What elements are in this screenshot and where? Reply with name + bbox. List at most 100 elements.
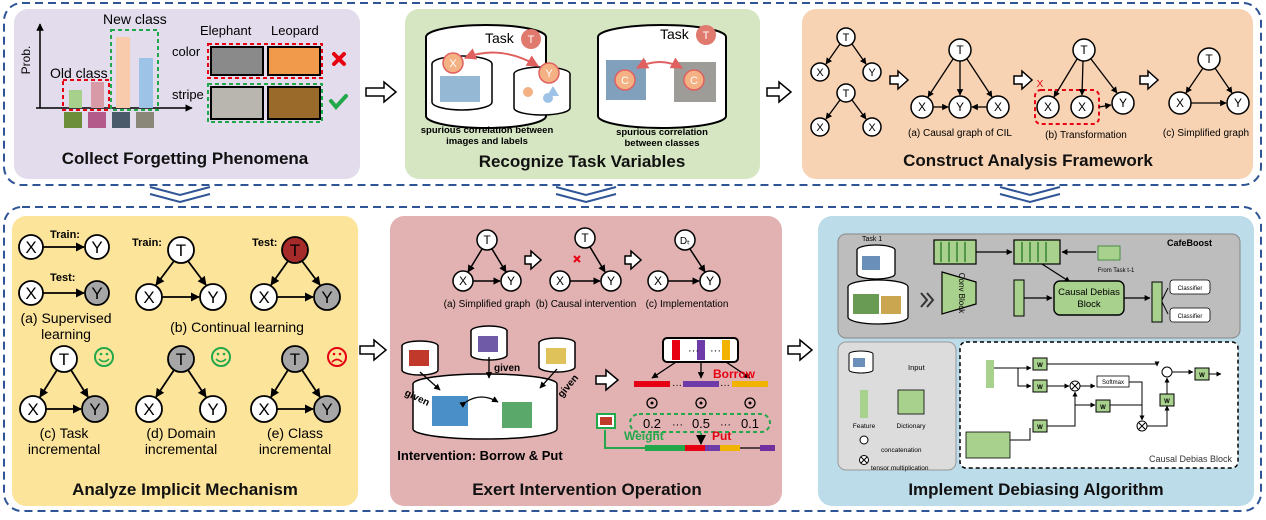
weight-value-3: 0.1	[741, 416, 759, 431]
c-node-y1: Y	[868, 67, 876, 79]
analyze-cap-d-2: incremental	[145, 441, 217, 457]
c-node-xb-label: X	[1037, 79, 1044, 90]
bar-old-1	[69, 90, 82, 108]
e-node-d: Dₜ	[680, 236, 690, 247]
leopard-label: Leopard	[271, 23, 319, 38]
a-node-x2: X	[25, 284, 36, 303]
dots-2: ···	[710, 345, 721, 357]
c-node-xb2: X	[1078, 100, 1086, 114]
node-x-recognize: X	[449, 58, 457, 70]
elephant-texture-swatch	[210, 86, 264, 120]
b-node-y1: Y	[207, 288, 218, 307]
analyze-test-b: Test:	[252, 237, 277, 249]
c-node-yb: Y	[1119, 96, 1127, 110]
classifier-label-2: Classifier	[1178, 314, 1203, 320]
bar-new-1	[116, 37, 130, 108]
exert-cap-a: (a) Simplified graph	[444, 299, 531, 310]
d-inc-t: T	[176, 350, 186, 369]
analyze-cap-c-1: (c) Task	[40, 425, 90, 441]
c-inc-t: T	[59, 350, 69, 369]
thumb-elephant	[136, 112, 154, 128]
node-t-recognize-left: T	[528, 34, 535, 46]
a-node-y2: Y	[91, 284, 102, 303]
w-label-4: W	[1100, 405, 1106, 411]
b-node-x1: X	[143, 288, 154, 307]
flow-arrow-1	[365, 80, 398, 104]
flow-arrow-4	[787, 338, 814, 362]
flow-arrow-2	[766, 80, 793, 104]
collect-title: Collect Forgetting Phenomena	[62, 149, 309, 168]
e-node-x2: X	[556, 274, 564, 288]
analyze-cap-c-2: incremental	[28, 441, 100, 457]
c-node-xa1: X	[918, 100, 926, 114]
e-node-y3: Y	[706, 274, 714, 288]
e-node-x1: X	[459, 274, 467, 288]
legend-input: Input	[908, 363, 926, 372]
node-c2: C	[690, 75, 698, 87]
analyze-cap-d-1: (d) Domain	[146, 425, 215, 441]
task-label-left: Task	[485, 30, 515, 46]
recognize-caption-left-2: images and labels	[446, 136, 528, 147]
leopard-color-swatch	[267, 46, 321, 76]
exert-cap-b: (b) Causal intervention	[536, 299, 637, 310]
weight-label: Weight	[624, 429, 664, 443]
analyze-cap-a-2: learning	[41, 326, 91, 342]
thumb-frog	[64, 112, 82, 128]
exert-cap-c: (c) Implementation	[646, 299, 729, 310]
e-node-t2: T	[581, 231, 589, 245]
c-node-tc: T	[1205, 52, 1213, 66]
task1-label: Task 1	[862, 236, 882, 243]
construct-cap-c: (c) Simplified graph	[1163, 128, 1249, 139]
bar-old-2	[91, 82, 104, 108]
a-node-y1: Y	[91, 238, 102, 257]
leopard-texture-swatch	[267, 86, 321, 120]
top-row-frame	[3, 2, 1262, 186]
bar-new-2	[139, 58, 153, 108]
c-node-xb1: X	[1044, 100, 1052, 114]
analyze-cap-e-2: incremental	[259, 441, 331, 457]
c-node-x1: X	[816, 67, 824, 79]
c-node-tb: T	[1080, 43, 1088, 57]
stripe-row-label: stripe	[172, 87, 204, 102]
w-label-2: W	[1037, 385, 1043, 391]
b-node-t1: T	[176, 241, 186, 260]
e-node-y1: Y	[507, 274, 515, 288]
recognize-caption-left-1: spurious correlation between	[421, 125, 554, 136]
dots-6: ···	[720, 419, 731, 431]
c-node-xc: X	[1176, 96, 1184, 110]
w-label-1: W	[1037, 363, 1043, 369]
b-node-y2: Y	[321, 288, 332, 307]
task-label-right: Task	[660, 26, 690, 42]
elephant-label: Elephant	[200, 23, 252, 38]
dots-3: ···	[672, 380, 682, 391]
weight-value-1: 0.2	[643, 416, 661, 431]
recognize-title: Recognize Task Variables	[479, 152, 686, 171]
analyze-test-a: Test:	[50, 272, 75, 284]
given-label-2: given	[494, 363, 520, 374]
d-inc-y: Y	[207, 400, 218, 419]
thumb-flower	[88, 112, 106, 128]
construct-title: Construct Analysis Framework	[903, 151, 1153, 170]
node-t-recognize-right: T	[703, 30, 710, 42]
causal-block-caption: Causal Debias Block	[1149, 454, 1233, 464]
happy-face-icon	[94, 347, 114, 367]
c-node-x2: X	[816, 122, 824, 134]
color-row-label: color	[172, 44, 201, 59]
legend-tensor: tensor multiplication	[871, 465, 929, 472]
d-inc-x: X	[143, 400, 154, 419]
analyze-title: Analyze Implicit Mechanism	[72, 480, 298, 499]
cross-icon	[332, 52, 346, 66]
analyze-cap-e-1: (e) Class	[267, 425, 323, 441]
analyze-cap-a-1: (a) Supervised	[20, 310, 111, 326]
from-task-label: From Task t-1	[1098, 268, 1135, 274]
causal-block-label-1: Causal Debias	[1058, 287, 1120, 298]
conv-block-label: Conv Block	[957, 273, 966, 314]
row-chevrons	[149, 186, 1061, 204]
softmax-label: Softmax	[1102, 380, 1124, 386]
elephant-color-swatch	[210, 46, 264, 76]
new-class-label: New class	[103, 11, 167, 27]
e-inc-x: X	[258, 400, 269, 419]
intervention-label: Intervention: Borrow & Put	[397, 448, 563, 463]
c-node-t1: T	[843, 32, 850, 44]
